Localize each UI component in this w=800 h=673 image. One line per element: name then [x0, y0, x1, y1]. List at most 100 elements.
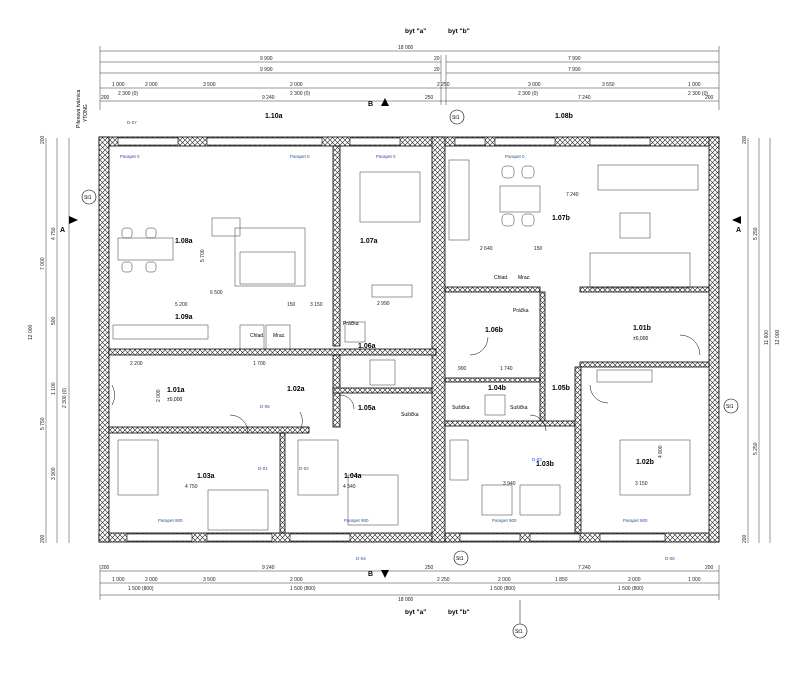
dim-top-r4-2: 250	[425, 95, 434, 101]
dim-bot-r2-7: 2 000	[628, 577, 641, 583]
labels: byt "a" byt "b" byt "a" byt "b" Pílenová…	[28, 28, 781, 635]
dim-top-r3sub-3: 2 300 (0)	[688, 91, 708, 97]
axis-st1-top: St1	[452, 115, 460, 121]
dim-left-0: 200	[40, 135, 46, 144]
top-dimension-chains	[99, 46, 720, 110]
dim-bot-r1-2: 250	[425, 565, 434, 571]
axis-st1-bottom2: St1	[515, 629, 523, 635]
dim-top-r4-0: 200	[101, 95, 110, 101]
dim-top-r3-5: 3 000	[528, 82, 541, 88]
dim-bot-r2sub-2: 1 500 (800)	[490, 586, 516, 592]
dim-bot-r2-8: 1 000	[688, 577, 701, 583]
inner-dim-5: 2 200	[130, 361, 143, 367]
label-parapet0-3: Parapet 0	[376, 154, 396, 159]
axis-st1-left: St1	[84, 195, 92, 201]
dim-top-r4-3: 7 240	[578, 95, 591, 101]
dim-right-5: 200	[742, 534, 748, 543]
room-1.02b: 1.02b	[636, 459, 654, 466]
inner-dim-4: 3 150	[310, 302, 323, 308]
dim-bot-r2-2: 3 500	[203, 577, 216, 583]
dim-bot-r1-3: 7 240	[578, 565, 591, 571]
inner-dim-2: 5 200	[175, 302, 188, 308]
dim-left-3: 500	[51, 316, 57, 325]
label-parapet900-2: Parapet 900	[344, 518, 369, 523]
inner-dim-15: 7 240	[566, 192, 579, 198]
label-mraz-a: Mraz.	[273, 333, 286, 339]
dim-top-r3-6: 3 550	[602, 82, 615, 88]
label-susicka-a: Sušička	[401, 412, 419, 418]
section-a-left: A	[60, 227, 65, 234]
inner-dim-18: 150	[534, 246, 543, 252]
inner-dim-6: 1 700	[253, 361, 266, 367]
furniture	[112, 159, 699, 531]
room-1.08b: 1.08b	[555, 113, 573, 120]
dim-top-gap-2: 20	[434, 67, 440, 73]
inner-dim-9: 4 340	[343, 484, 356, 490]
dim-bot-r2-4: 2 250	[437, 577, 450, 583]
label-parapet0-1: Parapet 0	[120, 154, 140, 159]
room-1.05a: 1.05a	[358, 405, 376, 412]
dim-top-total: 18 000	[398, 45, 414, 51]
label-susicka-b2: Sušička	[510, 405, 528, 411]
side-dimension-chains	[45, 138, 771, 543]
dim-left-5: 1 100	[51, 382, 57, 395]
dim-left-9: 200	[40, 534, 46, 543]
header-byt-a: byt "a"	[405, 28, 426, 35]
walls	[98, 136, 720, 543]
door-tag-4: D-04	[356, 556, 366, 561]
inner-dim-11: 1 740	[500, 366, 513, 372]
room-1.07a: 1.07a	[360, 238, 378, 245]
dim-bot-r1-1: 9 240	[262, 565, 275, 571]
dim-top-half-b-1: 7 990	[568, 56, 581, 62]
dim-top-r3-2: 3 500	[203, 82, 216, 88]
dim-right-4: 5 250	[753, 442, 759, 455]
section-a-right: A	[736, 227, 741, 234]
label-parapet900-4: Parapet 900	[623, 518, 648, 523]
label-pracka-a: Práčka	[343, 321, 359, 327]
inner-dim-14: 4 800	[658, 445, 664, 458]
dim-left-2: 7 000	[40, 257, 46, 270]
dim-bot-r2-1: 2 000	[145, 577, 158, 583]
dim-top-half-a-2: 9 990	[260, 67, 273, 73]
door-swings	[111, 334, 701, 434]
dim-left-7: 3 900	[51, 467, 57, 480]
dim-top-r4-1: 9 240	[262, 95, 275, 101]
room-1.03a: 1.03a	[197, 473, 215, 480]
label-pracka-b: Práčka	[513, 308, 529, 314]
dim-bot-r2-3: 2 000	[290, 577, 303, 583]
room-1.06a: 1.06a	[358, 343, 376, 350]
dim-top-r4-4: 200	[705, 95, 714, 101]
dim-bot-r2-0: 1 000	[112, 577, 125, 583]
wall-note-line2: YTONG	[83, 104, 89, 122]
door-tag-1: D-01	[258, 466, 268, 471]
label-parapet0-4: Parapet 0	[505, 154, 525, 159]
dim-top-half-b-2: 7 990	[568, 67, 581, 73]
dim-bot-r2-6: 1 850	[555, 577, 568, 583]
door-tag-6: D-06	[665, 556, 675, 561]
dim-top-half-a-1: 9 990	[260, 56, 273, 62]
room-1.09a: 1.09a	[175, 314, 193, 321]
inner-dim-10: 2 640	[480, 246, 493, 252]
dim-top-r3sub-0: 2 300 (0)	[118, 91, 138, 97]
room-1.03b: 1.03b	[536, 461, 554, 468]
section-b-top: B	[368, 101, 373, 108]
section-markers	[69, 98, 741, 639]
header-byt-a-bottom: byt "a"	[405, 609, 426, 616]
door-tag-7: D-07	[127, 120, 137, 125]
dim-bot-r2sub-1: 1 500 (800)	[290, 586, 316, 592]
dim-left-6: 5 750	[40, 417, 46, 430]
inner-dim-7: 2 000	[156, 389, 162, 402]
dim-top-r3-0: 1 000	[112, 82, 125, 88]
dim-bot-r1-0: 200	[101, 565, 110, 571]
inner-dim-1: 5 700	[200, 249, 206, 262]
dim-right-2: 11 600	[764, 330, 770, 345]
dim-left-8: 2 300 (0)	[62, 388, 68, 408]
label-mraz-b: Mraz.	[518, 275, 531, 281]
dim-left-1: 4 750	[51, 227, 57, 240]
dim-right-0: 200	[742, 135, 748, 144]
windows	[117, 137, 666, 542]
room-1.01b: 1.01b	[633, 325, 651, 332]
room-1.05b: 1.05b	[552, 385, 570, 392]
inner-dim-17: 900	[458, 366, 467, 372]
room-1.01a-level: ±0,000	[167, 397, 182, 403]
